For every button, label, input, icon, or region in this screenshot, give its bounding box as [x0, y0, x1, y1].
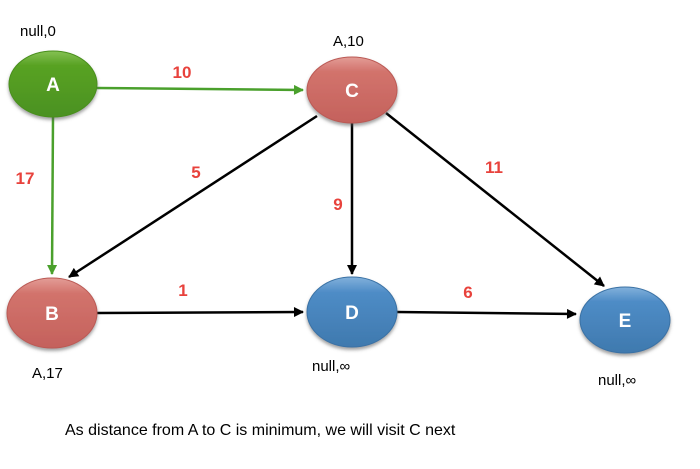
edge-c-d-weight: 9: [333, 195, 342, 214]
node-a-annotation: null,0: [20, 23, 56, 40]
diagram-caption: As distance from A to C is minimum, we w…: [65, 422, 456, 439]
node-e-letter: E: [619, 311, 632, 332]
node-a: A: [8, 50, 98, 118]
edge-a-b-weight: 17: [16, 169, 35, 188]
node-b-letter: B: [45, 304, 59, 325]
edge-a-to-b: [47, 116, 58, 275]
edge-a-c-weight: 10: [173, 63, 192, 82]
node-e: E: [579, 286, 671, 354]
node-c-ellipse: [306, 56, 398, 124]
node-b-ellipse: [6, 277, 98, 349]
edge-b-d-weight: 1: [178, 281, 187, 300]
edge-c-b-weight: 5: [191, 163, 200, 182]
edge-d-e-weight: 6: [463, 283, 472, 302]
edge-d-to-e: [396, 308, 577, 319]
node-d: D: [306, 276, 398, 348]
edge-b-to-d: [96, 307, 304, 318]
node-d-ellipse: [306, 276, 398, 348]
node-c-annotation: A,10: [333, 33, 364, 50]
edge-c-to-e: [385, 112, 605, 287]
node-d-letter: D: [345, 303, 359, 324]
node-e-ellipse: [579, 286, 671, 354]
node-a-letter: A: [46, 75, 60, 96]
node-e-annotation: null,∞: [598, 372, 637, 389]
node-c-letter: C: [345, 81, 359, 102]
edge-c-e-weight: 11: [485, 158, 503, 177]
node-a-ellipse: [8, 50, 98, 118]
node-d-annotation: null,∞: [312, 358, 351, 375]
edge-a-to-c: [96, 84, 304, 95]
node-c: C: [306, 56, 398, 124]
edge-c-to-b: [68, 114, 318, 279]
node-b-annotation: A,17: [32, 365, 63, 382]
node-b: B: [6, 277, 98, 349]
